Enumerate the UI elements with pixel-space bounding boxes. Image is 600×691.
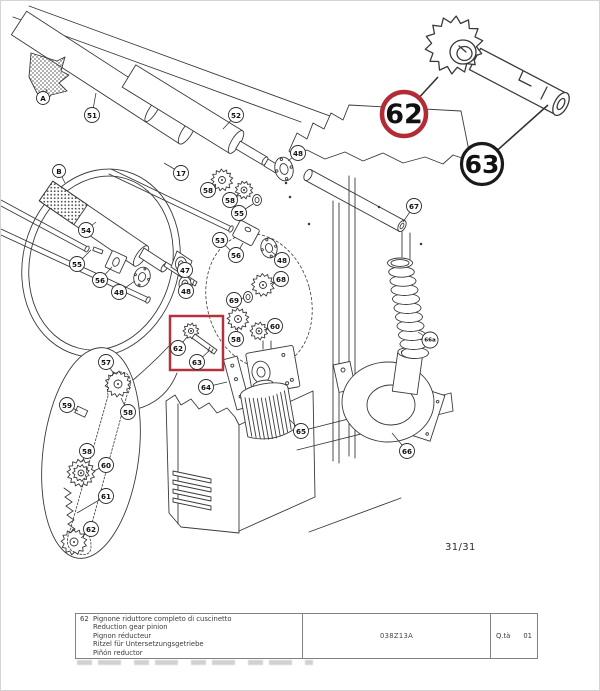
callout-68: 68 [269,271,289,287]
callout-54: 54 [78,221,97,238]
svg-text:57: 57 [101,358,111,367]
callout-53: 53 [212,232,232,252]
svg-text:63: 63 [192,358,202,367]
svg-text:66: 66 [402,447,412,456]
svg-text:60: 60 [270,322,280,331]
callout-58: 58 [228,327,244,347]
callout-62: 62 [80,521,99,539]
svg-text:66a: 66a [424,338,436,344]
callout-58: 58 [120,397,136,420]
detail-callout-layer: 62 63 [379,76,549,187]
callout-69: 69 [226,292,245,308]
callout-64: 64 [198,379,228,395]
svg-text:48: 48 [293,149,303,158]
callout-48: 48 [178,281,194,299]
callout-55: 55 [69,249,92,272]
svg-text:55: 55 [234,209,244,218]
callout-66: 66 [391,432,415,459]
quantity-cell: Q.tà 01 [490,612,538,660]
svg-text:17: 17 [176,169,186,178]
callout-59: 59 [59,397,79,413]
parts-table-grid: 62 Pignone riduttore completo di cuscinet… [75,612,538,660]
svg-text:67: 67 [409,202,419,211]
svg-text:54: 54 [81,226,91,235]
svg-text:56: 56 [231,251,241,260]
svg-text:47: 47 [180,266,190,275]
parts-table: 62 Pignone riduttore completo di cuscinet… [75,612,539,666]
callout-60: 60 [93,457,114,473]
svg-text:48: 48 [277,256,287,265]
callout-66a: 66a [417,331,439,349]
svg-text:51: 51 [87,111,97,120]
svg-text:48: 48 [114,288,124,297]
callout-62: 62 [170,336,188,356]
svg-text:65: 65 [296,427,306,436]
svg-text:58: 58 [203,186,213,195]
callout-61: 61 [76,488,114,514]
svg-text:A: A [40,94,46,103]
callout-63: 63 [189,350,210,370]
callout-58: 58 [200,182,217,198]
callout-55: 55 [231,203,254,221]
callout-layer: A 51B 17 52 48 54 55 56 48 58 58 55 53 56 48 68 69 58 60 47… [36,88,439,539]
highlight-box [168,314,225,372]
callout-52: 52 [222,107,244,130]
callout-62: 62 [379,76,439,139]
callout-65: 65 [289,419,309,439]
callout-48: 48 [287,145,306,162]
description-it: Pignone riduttore completo di cuscinetto [93,615,232,623]
svg-text:58: 58 [123,408,133,417]
svg-text:B: B [56,167,61,176]
quantity-value: 01 [523,631,532,640]
description-fr: Pignon réducteur [93,631,152,640]
callout-58: 58 [79,443,95,463]
svg-text:58: 58 [225,196,235,205]
svg-text:62: 62 [86,525,96,534]
svg-text:48: 48 [181,287,191,296]
callout-B: B [52,164,66,184]
svg-text:64: 64 [201,383,211,392]
svg-text:53: 53 [215,236,225,245]
svg-text:59: 59 [62,401,72,410]
description-es: Piñón reductor [93,648,143,657]
overlay-art [63,39,477,555]
svg-text:61: 61 [101,492,111,501]
callout-17: 17 [163,162,189,181]
callout-47: 47 [177,262,193,278]
callout-56: 56 [92,266,113,288]
svg-text:60: 60 [101,461,111,470]
callout-51: 51 [84,92,100,123]
quantity-label: Q.tà [496,631,511,640]
svg-text:56: 56 [95,276,105,285]
svg-text:63: 63 [465,150,500,179]
callout-60: 60 [263,318,283,334]
part-ref: 62 [80,615,89,623]
callout-63: 63 [459,104,549,187]
svg-text:55: 55 [72,260,82,269]
svg-text:62: 62 [385,99,423,130]
cropped-next-row [77,660,313,666]
description-en: Reduction gear pinion [93,623,168,632]
callout-48: 48 [111,280,136,300]
page-number: 31/31 [445,542,476,553]
svg-text:58: 58 [82,447,92,456]
callout-67: 67 [402,198,422,223]
part-code-cell: 038Z13A [302,612,491,660]
exploded-diagram: A 51B 17 52 48 54 55 56 48 58 58 55 53 56 48 68 69 58 60 47… [1,5,570,559]
callout-48: 48 [271,251,290,268]
callout-58: 58 [222,192,241,208]
description-cell: 62 Pignone riduttore completo di cuscinet… [75,612,303,660]
callout-A: A [36,88,50,105]
svg-text:58: 58 [231,335,241,344]
svg-text:68: 68 [276,275,286,284]
svg-text:69: 69 [229,296,239,305]
svg-text:62: 62 [173,344,183,353]
callout-57: 57 [98,354,115,375]
callout-56: 56 [228,242,244,263]
svg-text:52: 52 [231,111,241,120]
description-de: Ritzel für Untersetzungsgetriebe [93,640,204,649]
table-row: 62 Pignone riduttore completo di cuscinet… [75,612,538,660]
